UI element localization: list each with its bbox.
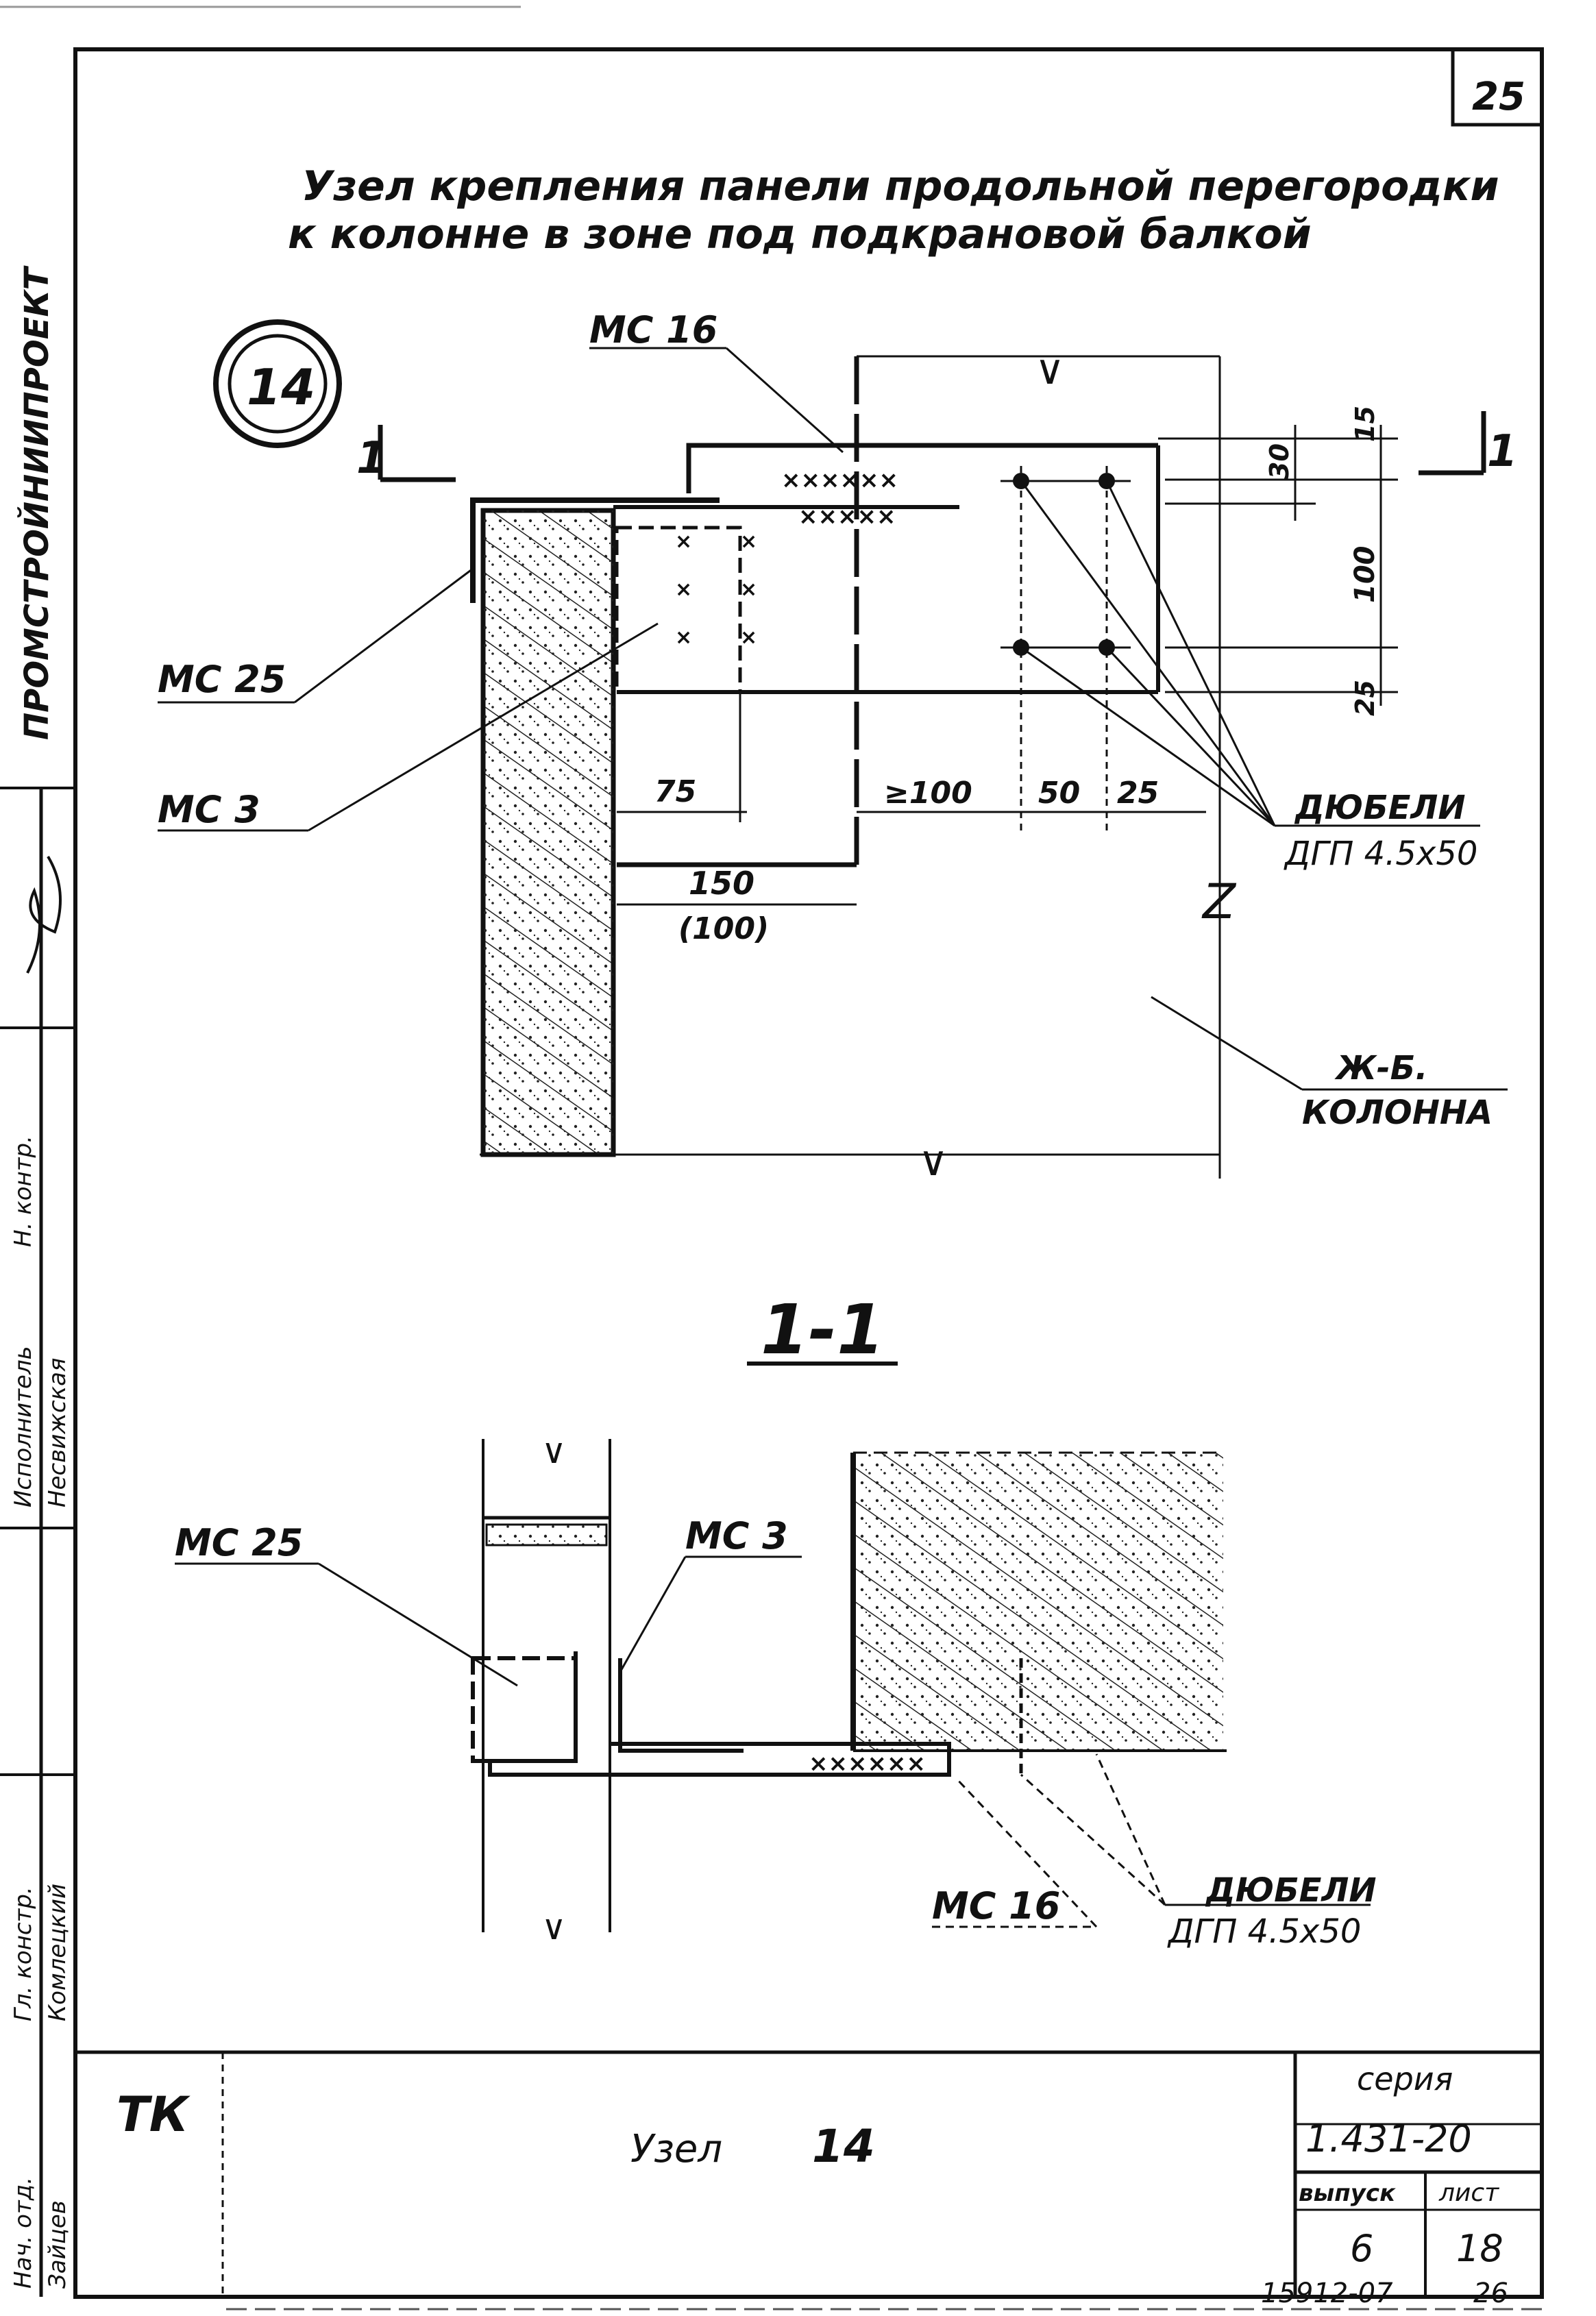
label-mc25-section: МС 25 [175,1521,303,1564]
dowels-label-1: ДЮБЕЛИ [1294,789,1466,827]
node-circle-number: 14 [247,358,315,416]
mc16-angle [686,443,1158,493]
signature [26,855,62,974]
dim-150: 150 [689,865,754,902]
role-4: Н. контр. [10,1135,37,1247]
name-2: Несвижская [44,1358,71,1507]
mc16-section [488,1742,951,1777]
mc3-section [618,1658,744,1753]
label-mc16-plan: МС 16 [589,308,717,352]
dim-25-vertical: 25 [1350,680,1380,716]
svg-text:×: × [675,626,692,650]
svg-text:×××××: ××××× [798,503,896,530]
label-mc16-section: МС 16 [932,1884,1060,1927]
svg-text:∨: ∨ [918,1137,948,1185]
svg-text:×: × [740,530,757,554]
dim-25-horizontal: 25 [1117,776,1159,811]
corner-number: 25 [1472,75,1525,119]
stamp-series-value: 1.431-20 [1305,2117,1472,2160]
svg-text:×: × [740,626,757,650]
title-line2: к колонне в зоне под подкрановой балкой [288,210,1312,258]
dim-ge100: ≥100 [884,776,972,811]
svg-text:Z: Z [1201,874,1237,930]
svg-text:∨: ∨ [1035,346,1065,394]
dowels-label-2: ДГП 4.5х50 [1284,835,1477,873]
mc3-plate [615,526,742,694]
stamp-node-label: Узел [630,2127,722,2171]
title-block: ТК Узел 14 серия 1.431-20 выпуск лист 6 … [75,2050,1542,2309]
section-mark-right: 1 [1419,411,1518,477]
panel-insulation-top [485,1523,608,1547]
label-dowels-section-2: ДГП 4.5х50 [1167,1912,1361,1951]
section-mark-left: 1 [356,425,456,484]
svg-text:×: × [675,578,692,602]
node-circle [213,319,342,448]
stamp-page: 26 [1473,2278,1508,2309]
label-mc3-plan: МС 3 [158,788,260,831]
role-3: Исполнитель [10,1346,37,1507]
svg-text:×: × [740,578,757,602]
dim-100-paren: (100) [678,911,769,946]
stamp-series-label: серия [1357,2060,1453,2097]
dim-30: 30 [1264,443,1294,480]
role-1: Нач. отд. [10,2177,37,2289]
svg-text:1: 1 [356,433,387,484]
label-mc3-section: МС 3 [685,1514,788,1557]
svg-text:×: × [675,530,692,554]
label-column-1: Ж-Б. [1334,1049,1428,1087]
stamp-sheet-value: 18 [1456,2227,1503,2270]
label-mc25-plan: МС 25 [158,658,286,701]
corner-number-box [1451,47,1544,127]
stamp-issue-label: выпуск [1299,2180,1396,2207]
left-margin-strip: ПРОМСТРОЙНИИПРОЕКТ Нач. отд. Гл. констр.… [0,265,75,2297]
stamp-node-number: 14 [812,2120,875,2173]
sheet-frame [73,47,1544,2299]
label-dowels-section-1: ДЮБЕЛИ [1205,1871,1377,1910]
dim-75: 75 [654,774,696,809]
stamp-code: 15912-07 [1261,2278,1393,2309]
org-name: ПРОМСТРОЙНИИПРОЕКТ [17,265,56,740]
dim-100-vertical: 100 [1349,546,1381,604]
stamp-logo: ТК [116,2086,191,2143]
section-title: 1-1 [761,1290,885,1370]
name-3: Зайцев [44,2200,71,2289]
stamp-sheet-label: лист [1438,2179,1499,2207]
svg-text:××××××: ×××××× [809,1750,926,1777]
svg-text:∨: ∨ [541,1908,567,1947]
svg-text:××××××: ×××××× [781,467,898,494]
svg-text:1: 1 [1487,426,1518,477]
label-column-2: КОЛОННА [1302,1094,1493,1132]
dim-50: 50 [1038,776,1080,811]
dim-15: 15 [1350,406,1380,442]
svg-text:∨: ∨ [541,1431,567,1471]
name-1: Комлецкий [44,1884,71,2021]
stamp-issue-value: 6 [1350,2227,1373,2270]
mc25-section [471,1656,578,1763]
role-2: Гл. констр. [10,1886,37,2021]
title-line1: Узел крепления панели продольной перегор… [302,162,1499,210]
